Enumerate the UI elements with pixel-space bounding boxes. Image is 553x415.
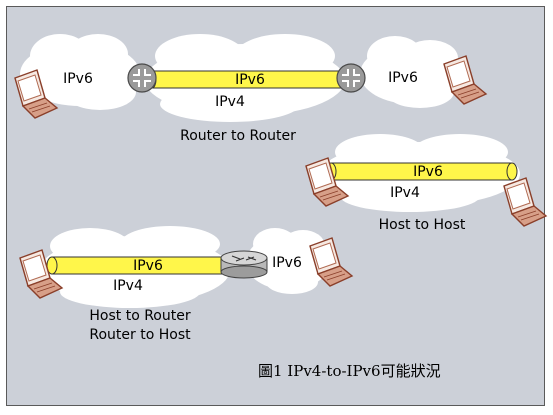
- tunnel-label: IPv6: [133, 258, 163, 274]
- scenario-host-router: IPv6 IPv4 IPv6 Host to Router Router to …: [19, 226, 353, 343]
- laptop-icon: [503, 177, 547, 227]
- router-icon: [127, 63, 157, 93]
- figure-caption: 圖1 IPv4-to-IPv6可能狀況: [258, 362, 441, 380]
- scenario-caption: Host to Host: [379, 217, 466, 233]
- scenario-caption-line2: Router to Host: [89, 327, 191, 343]
- core-label: IPv4: [390, 185, 420, 201]
- right-cloud-label: IPv6: [272, 255, 302, 271]
- router-icon: [220, 250, 268, 279]
- scenario-host-to-host: IPv6 IPv4 Host to Host: [305, 134, 547, 233]
- right-cloud-label: IPv6: [388, 70, 418, 86]
- tunnel-label: IPv6: [413, 164, 443, 180]
- ipv6-tunnel: [46, 256, 225, 275]
- left-cloud-label: IPv6: [63, 71, 93, 87]
- core-label: IPv4: [215, 94, 245, 110]
- router-icon: [336, 63, 366, 93]
- scenario-router-to-router: IPv6 IPv6 IPv4 IPv6 Router to Router: [14, 34, 487, 144]
- left-ipv6-cloud: [20, 34, 140, 110]
- scenario-caption-line1: Host to Router: [89, 308, 190, 324]
- right-ipv6-cloud: [360, 36, 464, 108]
- core-label: IPv4: [113, 278, 143, 294]
- tunnel-label: IPv6: [235, 72, 265, 88]
- scenario-caption: Router to Router: [180, 128, 296, 144]
